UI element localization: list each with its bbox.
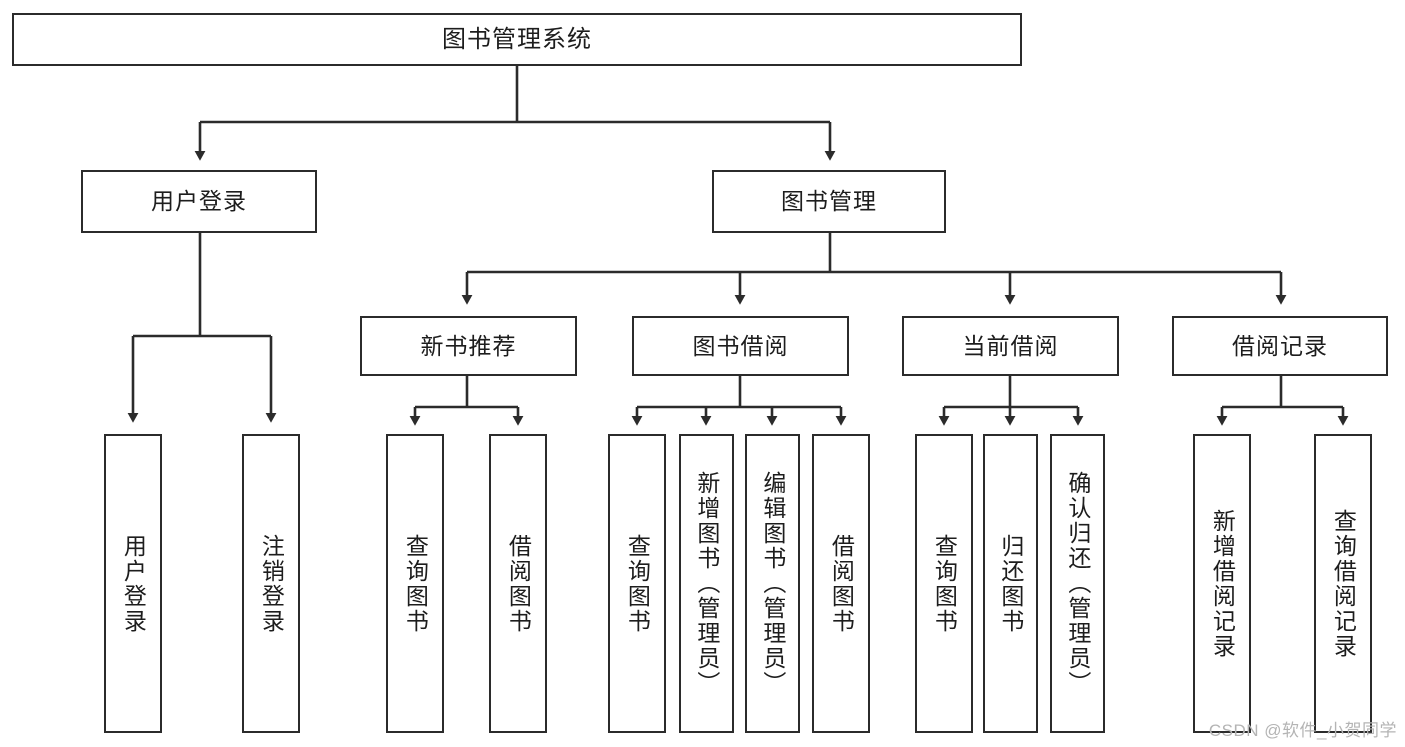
node-book-borrow-label: 图书借阅: [692, 332, 789, 359]
node-current-borrow-label: 当前借阅: [962, 332, 1059, 359]
node-leaf-user-login[interactable]: 用户登录: [104, 434, 162, 733]
node-user-login[interactable]: 用户登录: [81, 170, 317, 233]
node-root-label: 图书管理系统: [442, 25, 592, 53]
node-leaf-query-book-3[interactable]: 查询图书: [915, 434, 973, 733]
node-leaf-borrow-book-1-label: 借阅图书: [505, 533, 532, 634]
node-book-management-label: 图书管理: [781, 188, 877, 214]
node-leaf-add-book-label: 新增图书（管理员）: [693, 471, 720, 696]
node-user-login-label: 用户登录: [151, 188, 247, 214]
node-leaf-query-book-3-label: 查询图书: [931, 533, 958, 634]
node-leaf-add-book[interactable]: 新增图书（管理员）: [679, 434, 734, 733]
node-leaf-query-record[interactable]: 查询借阅记录: [1314, 434, 1372, 733]
node-book-management[interactable]: 图书管理: [712, 170, 946, 233]
node-leaf-query-book-2-label: 查询图书: [624, 533, 651, 634]
node-leaf-logout-label: 注销登录: [258, 533, 285, 634]
node-leaf-user-login-label: 用户登录: [120, 533, 147, 634]
node-leaf-edit-book-label: 编辑图书（管理员）: [759, 471, 786, 696]
node-leaf-add-record[interactable]: 新增借阅记录: [1193, 434, 1251, 733]
node-leaf-add-record-label: 新增借阅记录: [1209, 508, 1236, 659]
node-book-borrow[interactable]: 图书借阅: [632, 316, 849, 376]
node-leaf-return-book[interactable]: 归还图书: [983, 434, 1038, 733]
node-leaf-confirm-return-label: 确认归还（管理员）: [1064, 471, 1091, 696]
node-root[interactable]: 图书管理系统: [12, 13, 1022, 66]
node-leaf-borrow-book-1[interactable]: 借阅图书: [489, 434, 547, 733]
node-leaf-edit-book[interactable]: 编辑图书（管理员）: [745, 434, 800, 733]
node-leaf-return-book-label: 归还图书: [997, 533, 1024, 634]
node-current-borrow[interactable]: 当前借阅: [902, 316, 1119, 376]
node-leaf-query-book-1-label: 查询图书: [402, 533, 429, 634]
node-leaf-borrow-book-2-label: 借阅图书: [828, 533, 855, 634]
node-borrow-record-label: 借阅记录: [1232, 332, 1328, 359]
csdn-watermark: CSDN @软件_小贺同学: [1208, 721, 1397, 740]
node-new-book-recommend-label: 新书推荐: [420, 332, 517, 359]
node-leaf-logout[interactable]: 注销登录: [242, 434, 300, 733]
node-new-book-recommend[interactable]: 新书推荐: [360, 316, 577, 376]
node-leaf-query-book-2[interactable]: 查询图书: [608, 434, 666, 733]
node-leaf-query-record-label: 查询借阅记录: [1330, 508, 1357, 659]
node-leaf-query-book-1[interactable]: 查询图书: [386, 434, 444, 733]
node-leaf-borrow-book-2[interactable]: 借阅图书: [812, 434, 870, 733]
node-borrow-record[interactable]: 借阅记录: [1172, 316, 1388, 376]
node-leaf-confirm-return[interactable]: 确认归还（管理员）: [1050, 434, 1105, 733]
